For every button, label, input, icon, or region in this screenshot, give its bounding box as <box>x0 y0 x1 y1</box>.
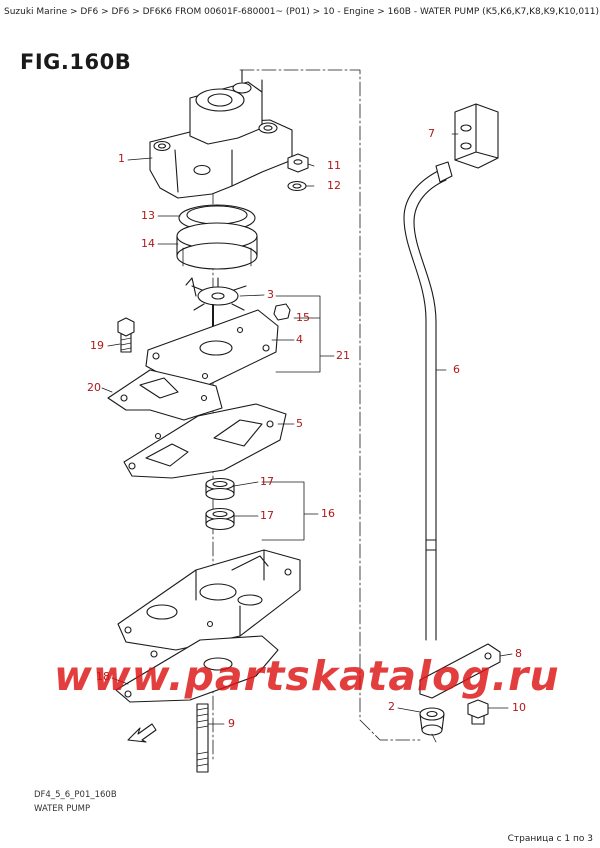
key-part <box>273 303 291 321</box>
callout-16[interactable]: 16 <box>321 507 335 520</box>
figure-code: DF4_5_6_P01_160B <box>34 790 117 800</box>
callout-2[interactable]: 2 <box>388 700 395 713</box>
tube-grommet-part <box>419 707 445 743</box>
callout-21[interactable]: 21 <box>336 349 350 362</box>
figure-name: WATER PUMP <box>34 804 91 814</box>
site-watermark: www.partskatalog.ru <box>54 652 560 700</box>
oil-seal-upper-part <box>205 477 235 501</box>
impeller-liner-part <box>176 222 258 270</box>
stud-bolt-part <box>196 703 209 773</box>
pump-gasket-part <box>123 403 287 479</box>
callout-8[interactable]: 8 <box>515 647 522 660</box>
seal-case-part <box>117 549 301 651</box>
callout-1[interactable]: 1 <box>118 152 125 165</box>
callout-3[interactable]: 3 <box>267 288 274 301</box>
washer-part <box>287 180 307 192</box>
pump-plate-part <box>145 309 279 387</box>
bracket-part <box>419 643 501 699</box>
callout-19[interactable]: 19 <box>90 339 104 352</box>
nut-part <box>287 153 309 173</box>
breadcrumb-engine[interactable]: 10 - Engine <box>323 7 375 17</box>
callout-18[interactable]: 18 <box>96 670 110 683</box>
callout-13[interactable]: 13 <box>141 209 155 222</box>
breadcrumb: Suzuki Marine > DF6 > DF6 > DF6K6 FROM 0… <box>4 7 600 17</box>
callout-20[interactable]: 20 <box>87 381 101 394</box>
callout-7[interactable]: 7 <box>428 127 435 140</box>
callout-17-lower[interactable]: 17 <box>260 509 274 522</box>
breadcrumb-df6[interactable]: DF6 <box>80 7 99 17</box>
leader-lines <box>101 133 513 725</box>
callout-10[interactable]: 10 <box>512 701 526 714</box>
forward-arrow-icon <box>127 723 157 743</box>
breadcrumb-suzuki-marine[interactable]: Suzuki Marine <box>4 7 68 17</box>
grommet-part <box>454 103 499 169</box>
callout-15[interactable]: 15 <box>296 311 310 324</box>
callout-9[interactable]: 9 <box>228 717 235 730</box>
callout-17-upper[interactable]: 17 <box>260 475 274 488</box>
gasket-part <box>107 369 223 421</box>
impeller-part <box>185 277 247 331</box>
callout-14[interactable]: 14 <box>141 237 155 250</box>
breadcrumb-water-pump: 160B - WATER PUMP (K5,K6,K7,K8,K9,K10,01… <box>387 7 600 17</box>
callout-4[interactable]: 4 <box>296 333 303 346</box>
bracket-bolt-part <box>467 699 489 725</box>
water-tube-part <box>403 161 453 641</box>
pump-case-part <box>149 69 293 199</box>
oil-seal-lower-part <box>205 507 235 531</box>
breadcrumb-df6k6[interactable]: DF6K6 FROM 00601F-680001~ (P01) <box>142 7 310 17</box>
callout-12[interactable]: 12 <box>327 179 341 192</box>
callout-5[interactable]: 5 <box>296 417 303 430</box>
callout-6[interactable]: 6 <box>453 363 460 376</box>
lower-gasket-part <box>115 635 279 703</box>
bolt-part <box>117 317 135 353</box>
group-frame-line <box>239 69 421 741</box>
page-counter: Страница с 1 по 3 <box>507 834 593 844</box>
callout-11[interactable]: 11 <box>327 159 341 172</box>
figure-title: FIG.160B <box>20 50 132 74</box>
breadcrumb-df6-model[interactable]: DF6 <box>111 7 130 17</box>
